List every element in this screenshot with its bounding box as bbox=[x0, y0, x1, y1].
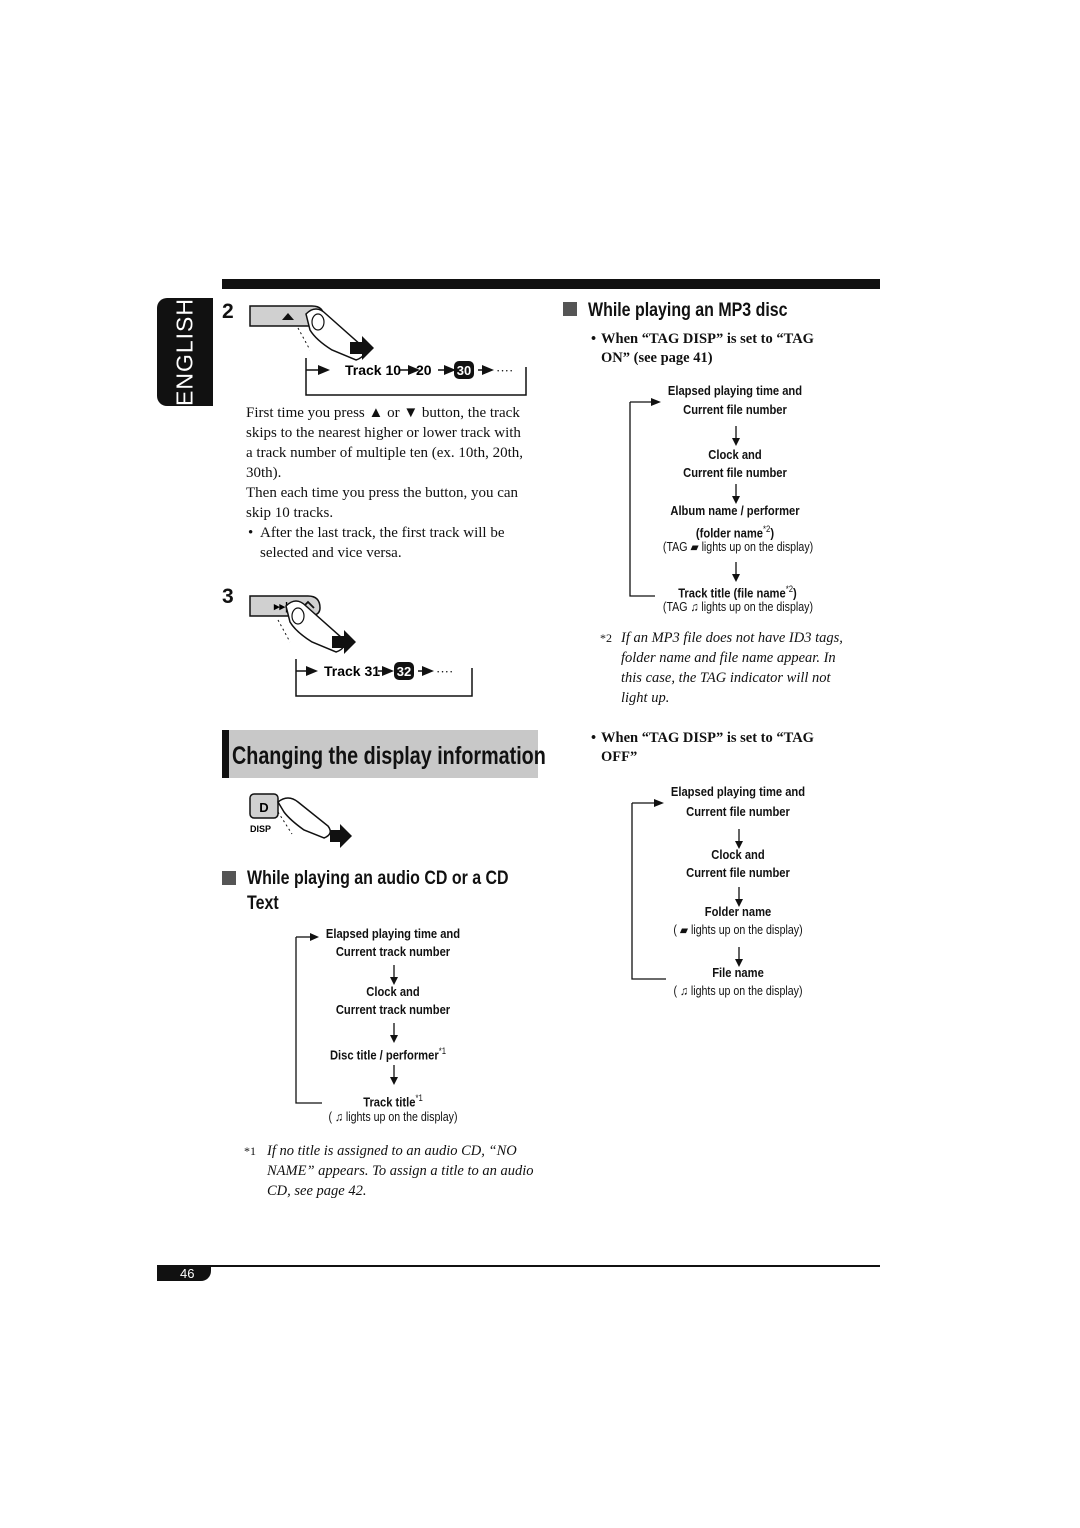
up-button-press-illustration bbox=[249, 305, 374, 361]
next-track-button-press-illustration: ▸▸| bbox=[249, 595, 356, 654]
section-square-icon bbox=[563, 302, 577, 316]
mp3-on-step3b: (folder name*2) bbox=[695, 524, 775, 541]
step2-paragraph-2: Then each time you press the button, you… bbox=[246, 485, 519, 521]
mp3-footnote-mark: *2 bbox=[600, 631, 612, 645]
tag-on-line1: When “TAG DISP” is set to “TAG bbox=[601, 331, 814, 347]
cd-flow-step2a: Clock and bbox=[366, 984, 420, 999]
page-number-tab bbox=[157, 1267, 211, 1281]
language-tab-label: ENGLISH bbox=[171, 298, 198, 406]
audio-cd-heading-line1: While playing an audio CD or a CD bbox=[247, 868, 509, 889]
cd-flow-step2b: Current track number bbox=[335, 1002, 451, 1017]
track-skip-sequence-2: Track 10 20 30 ···· bbox=[305, 358, 527, 396]
bullet-dot: • bbox=[248, 525, 254, 541]
tag-off-line1: When “TAG DISP” is set to “TAG bbox=[601, 730, 814, 746]
section-heading: Changing the display information bbox=[232, 742, 546, 770]
seq2-label: Track 10 bbox=[345, 362, 401, 378]
mp3-off-step2a: Clock and bbox=[711, 847, 765, 862]
mp3-tag-off-flow-lines bbox=[631, 799, 743, 980]
mp3-on-step2b: Current file number bbox=[683, 465, 787, 480]
step-number-3: 3 bbox=[222, 585, 234, 608]
language-tab bbox=[157, 298, 213, 406]
mp3-off-step4-note: ( ♫ lights up on the display) bbox=[673, 984, 803, 998]
disp-button-press-illustration: D DISP bbox=[249, 793, 352, 848]
mp3-on-step3a: Album name / performer bbox=[670, 503, 800, 518]
seq3-v2: 32 bbox=[397, 664, 411, 679]
cd-flow-step3: Disc title / performer*1 bbox=[329, 1046, 447, 1063]
audio-cd-heading-line2: Text bbox=[247, 893, 279, 914]
tag-on-line2: ON” (see page 41) bbox=[601, 350, 713, 366]
mp3-on-step1b: Current file number bbox=[683, 402, 787, 417]
cd-flow-step1a: Elapsed playing time and bbox=[325, 926, 461, 941]
cd-flow-step4: Track title*1 bbox=[363, 1093, 423, 1110]
bottom-rule bbox=[157, 1265, 880, 1267]
mp3-on-step3-note: (TAG ▰ lights up on the display) bbox=[662, 540, 814, 554]
mp3-on-step4-note: (TAG ♫ lights up on the display) bbox=[662, 600, 814, 614]
disp-letter: D bbox=[259, 800, 268, 815]
disp-label: DISP bbox=[250, 824, 271, 834]
mp3-heading: While playing an MP3 disc bbox=[588, 300, 788, 321]
mp3-off-step1a: Elapsed playing time and bbox=[670, 784, 806, 799]
cd-flow-step1b: Current track number bbox=[335, 944, 451, 959]
audio-cd-flow-lines bbox=[295, 933, 398, 1104]
step2-bullet: After the last track, the first track wi… bbox=[260, 525, 505, 561]
bullet-dot: • bbox=[591, 730, 597, 746]
section-heading-box bbox=[222, 730, 538, 778]
track-skip-sequence-3: Track 31 32 ···· bbox=[295, 659, 473, 697]
mp3-off-step1b: Current file number bbox=[686, 804, 790, 819]
mp3-off-step2b: Current file number bbox=[686, 865, 790, 880]
mp3-off-step3-note: ( ▰ lights up on the display) bbox=[673, 923, 803, 937]
mp3-on-step1a: Elapsed playing time and bbox=[667, 383, 803, 398]
seq3-dots: ···· bbox=[436, 664, 453, 679]
step2-paragraph-1: First time you press ▲ or ▼ button, the … bbox=[246, 405, 524, 481]
top-rule bbox=[222, 279, 880, 289]
seq2-dots: ···· bbox=[496, 363, 513, 378]
cd-footnote: If no title is assigned to an audio CD, … bbox=[267, 1143, 534, 1199]
bullet-dot: • bbox=[591, 331, 597, 347]
seq2-v3: 30 bbox=[457, 363, 471, 378]
tag-off-line2: OFF” bbox=[601, 749, 638, 765]
mp3-off-step4: File name bbox=[712, 965, 764, 980]
mp3-on-step2a: Clock and bbox=[708, 447, 762, 462]
cd-flow-step4-note: ( ♫ lights up on the display) bbox=[328, 1110, 458, 1124]
seq2-v2: 20 bbox=[416, 362, 432, 378]
step-number-2: 2 bbox=[222, 300, 234, 323]
mp3-tag-on-flow-lines bbox=[629, 398, 740, 597]
cd-footnote-mark: *1 bbox=[244, 1144, 256, 1158]
section-square-icon bbox=[222, 871, 236, 885]
mp3-off-step3: Folder name bbox=[704, 904, 772, 919]
page-number: 46 bbox=[180, 1266, 195, 1281]
mp3-footnote: If an MP3 file does not have ID3 tags, f… bbox=[621, 630, 843, 706]
mp3-on-step4: Track title (file name*2) bbox=[678, 584, 797, 601]
seq3-label: Track 31 bbox=[324, 663, 380, 679]
svg-text:▸▸|: ▸▸| bbox=[273, 601, 288, 613]
